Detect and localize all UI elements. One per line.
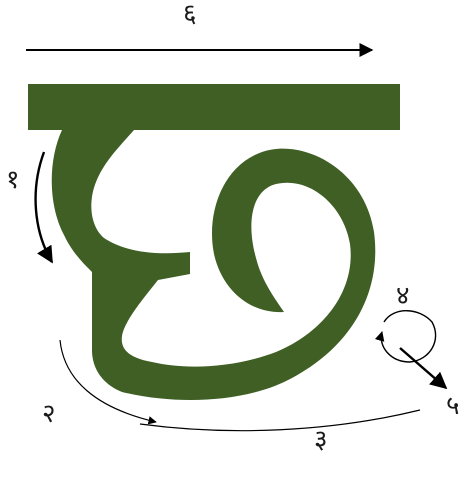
stroke-number-4: ४ [396,281,410,311]
devanagari-letter-glyph [28,84,400,400]
arrow-1 [36,152,52,262]
letter-body [52,130,376,400]
stroke-number-3: ३ [314,425,328,455]
arrow-5 [400,348,446,388]
arrow-3 [140,410,420,431]
stroke-number-1: १ [6,165,20,195]
headline-bar [28,84,400,130]
stroke-number-2: २ [42,399,56,429]
stroke-number-6: ६ [183,0,197,29]
stroke-number-5: ५ [446,391,460,421]
